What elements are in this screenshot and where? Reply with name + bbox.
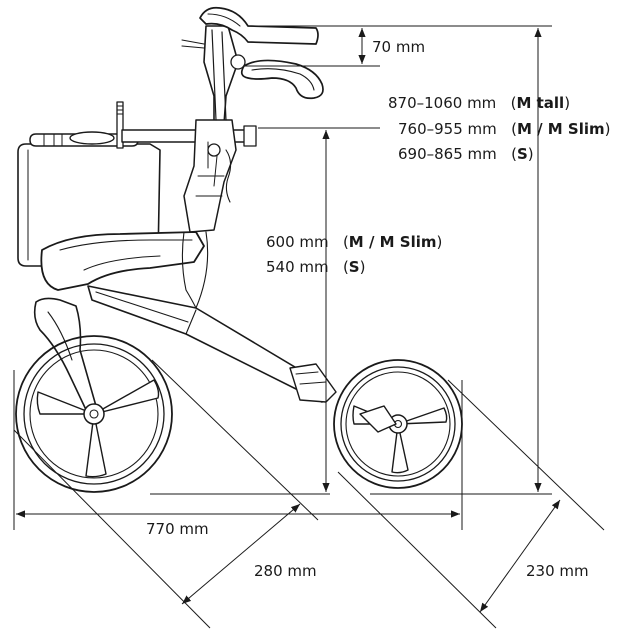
handle-height-m-tall-label: 870–1060 mm (M tall) [388,94,570,112]
seat-height-m-label: 600 mm (M / M Slim) [266,233,442,251]
grip-offset-label: 70 mm [372,38,425,56]
front-wheel-diameter-arrow [479,499,561,613]
front-wheel [333,359,463,489]
length-label: 770 mm [146,520,209,538]
dimension-lines [13,25,605,629]
frame-column [181,25,246,233]
handle-height-m-label: 760–955 mm (M / M Slim) [398,120,611,138]
seat [40,231,205,291]
seat-height-s-label: 540 mm (S) [266,258,365,276]
brake-lever [240,59,324,100]
front-wheel-diameter-label: 230 mm [526,562,589,580]
rear-wheel-diameter-arrow [181,503,301,605]
handle-grip [199,6,319,45]
handle-height-s-label: 690–865 mm (S) [398,145,534,163]
rear-wheel-diameter-label: 280 mm [254,562,317,580]
rollator-illustration [15,6,463,493]
dimension-labels: 70 mm 870–1060 mm (M tall) 760–955 mm (M… [146,38,611,580]
rear-wheel [15,335,173,493]
